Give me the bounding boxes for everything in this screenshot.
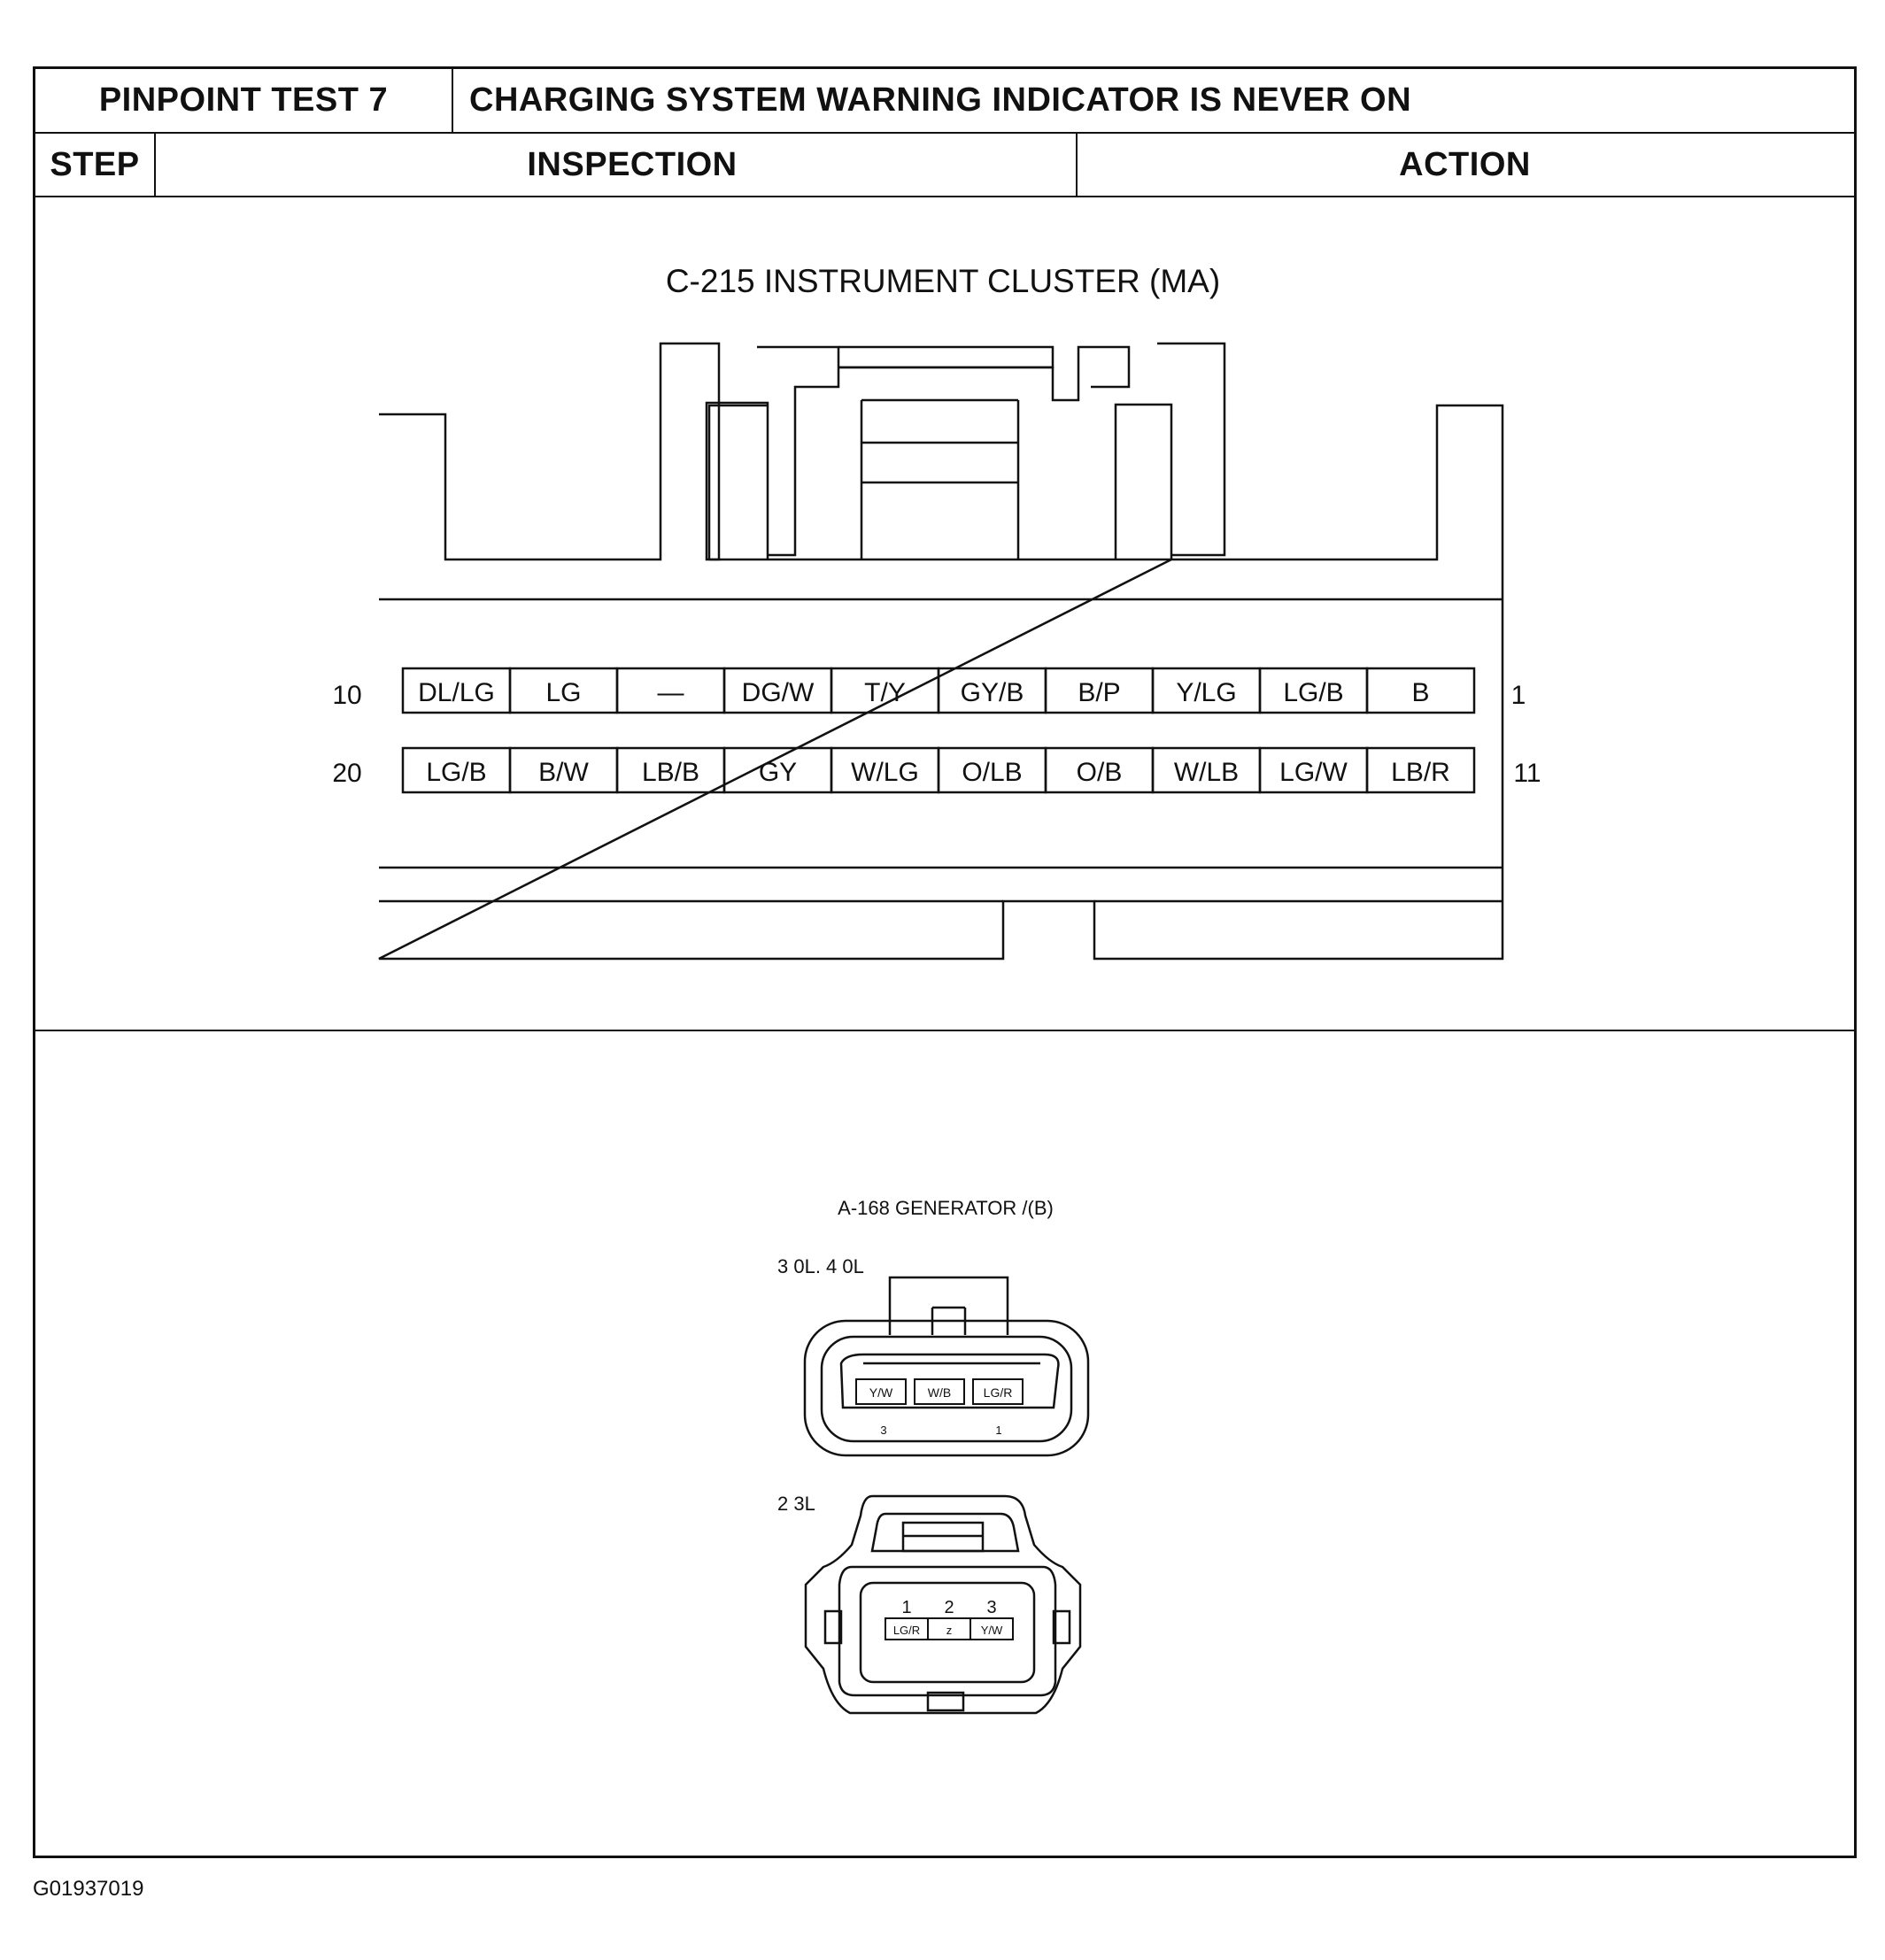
row1-right-pin: 1 bbox=[1511, 681, 1526, 710]
pin-wire-label: LG/W bbox=[1279, 758, 1348, 787]
generator-b-terminals: 1 2 3LG/R z Y/W bbox=[885, 1598, 1014, 1640]
cluster-pin-grid: DL/LG LG — DG/W T/Y GY/B B/P Y/LG LG/B B LG/B B/W LB… bbox=[401, 667, 1476, 794]
figure-id: G01937019 bbox=[33, 1877, 144, 1901]
terminal-a-box bbox=[855, 1378, 907, 1405]
pin-wire-label: O/LB bbox=[962, 758, 1022, 787]
pin-wire-label: LB/R bbox=[1391, 758, 1450, 787]
step-divider bbox=[154, 134, 156, 196]
column-inspection: INSPECTION bbox=[527, 145, 738, 183]
column-header-row: STEP INSPECTION ACTION bbox=[35, 134, 1854, 197]
terminal-a-box bbox=[972, 1378, 1024, 1405]
generator-a-terminals: Y/W W/B LG/R bbox=[855, 1378, 1024, 1405]
pin-wire-label: W/LB bbox=[1174, 758, 1239, 787]
generator-connector-b bbox=[804, 1494, 1082, 1715]
pin-wire-label: DG/W bbox=[742, 678, 815, 707]
row2-right-pin: 11 bbox=[1513, 759, 1541, 788]
terminal-a-box bbox=[914, 1378, 965, 1405]
pin-cell-row1 bbox=[1365, 667, 1476, 714]
pin-wire-label: LG/B bbox=[1283, 678, 1343, 707]
pin-wire-label: LG bbox=[545, 678, 581, 707]
row2-left-pin: 20 bbox=[332, 759, 361, 788]
test-label: PINPOINT TEST 7 bbox=[98, 81, 389, 119]
section-divider bbox=[35, 1030, 1854, 1031]
pin-wire-label: DL/LG bbox=[418, 678, 495, 707]
cluster-title: C-215 INSTRUMENT CLUSTER (MA) bbox=[666, 263, 1220, 299]
pinpoint-test-table: PINPOINT TEST 7 CHARGING SYSTEM WARNING … bbox=[33, 66, 1857, 1858]
column-step: STEP bbox=[50, 145, 140, 183]
terminal-b-label: Y/W bbox=[981, 1624, 1003, 1637]
variant-a-pin-left: 3 bbox=[880, 1424, 886, 1437]
pin-cell-row2 bbox=[1365, 746, 1476, 794]
pin-wire-label: GY bbox=[759, 758, 797, 787]
terminal-b-pin: 1 bbox=[901, 1598, 911, 1617]
pin-wire-label: — bbox=[658, 678, 684, 707]
terminal-b-pin: 2 bbox=[944, 1598, 954, 1617]
header-row: PINPOINT TEST 7 CHARGING SYSTEM WARNING … bbox=[35, 69, 1854, 134]
column-action: ACTION bbox=[1399, 145, 1531, 183]
terminal-a-label: W/B bbox=[928, 1385, 951, 1400]
pin-wire-label: GY/B bbox=[961, 678, 1024, 707]
pin-wire-label: LG/B bbox=[426, 758, 486, 787]
pin-wire-label: O/B bbox=[1077, 758, 1123, 787]
terminal-b-pin: 3 bbox=[986, 1598, 996, 1617]
variant-a-engine-label: 3 0L. 4 0L bbox=[777, 1255, 864, 1277]
inspection-divider bbox=[1076, 134, 1078, 196]
pin-wire-label: B/W bbox=[538, 758, 589, 787]
generator-title: A-168 GENERATOR /(B) bbox=[838, 1197, 1054, 1219]
pin-wire-label: B bbox=[1411, 678, 1429, 707]
cluster-connector-outline bbox=[378, 342, 1504, 961]
terminal-b-box bbox=[970, 1617, 1014, 1640]
pin-wire-label: W/LG bbox=[851, 758, 919, 787]
pin-wire-label: B/P bbox=[1078, 678, 1120, 707]
variant-a-pin-right: 1 bbox=[995, 1424, 1001, 1437]
terminal-a-label: LG/R bbox=[984, 1385, 1013, 1400]
generator-connector-a bbox=[803, 1276, 1090, 1457]
header-divider bbox=[452, 69, 453, 132]
terminal-b-label: z bbox=[946, 1624, 953, 1637]
pin-wire-label: Y/LG bbox=[1176, 678, 1236, 707]
terminal-a-label: Y/W bbox=[869, 1385, 893, 1400]
variant-b-engine-label: 2 3L bbox=[777, 1493, 815, 1515]
pin-wire-label: LB/B bbox=[642, 758, 699, 787]
terminal-b-label: LG/R bbox=[893, 1624, 920, 1637]
test-title: CHARGING SYSTEM WARNING INDICATOR IS NEV… bbox=[469, 81, 1412, 119]
row1-left-pin: 10 bbox=[332, 681, 361, 710]
pin-wire-label: T/Y bbox=[864, 678, 906, 707]
